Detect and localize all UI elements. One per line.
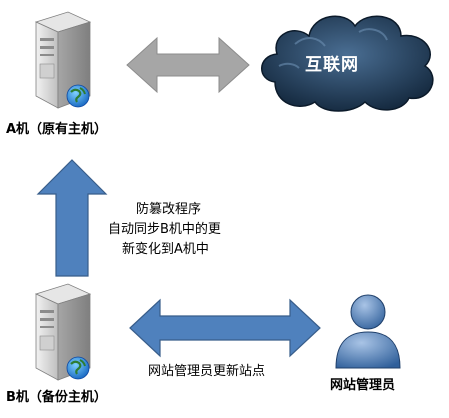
bidirectional-gray-arrow <box>126 36 250 94</box>
person-icon <box>335 294 401 369</box>
admin-action-label: 网站管理员更新站点 <box>148 364 266 379</box>
sync-line-3: 新变化到A机中 <box>122 242 209 257</box>
server-a-icon <box>34 11 92 109</box>
sync-description: 防篡改程序 自动同步B机中的更 新变化到A机中 <box>108 200 221 260</box>
sync-line-2: 自动同步B机中的更 <box>108 222 221 237</box>
sync-line-1: 防篡改程序 <box>136 202 202 217</box>
bidirectional-blue-arrow <box>129 298 321 358</box>
internet-label: 互联网 <box>305 55 359 75</box>
host-a-label: A机（原有主机） <box>6 122 108 137</box>
host-b-label: B机（备份主机） <box>6 390 107 405</box>
internet-cloud-icon <box>261 15 434 112</box>
admin-label: 网站管理员 <box>330 378 396 393</box>
server-b-icon <box>34 283 92 381</box>
sync-up-arrow <box>36 159 108 277</box>
